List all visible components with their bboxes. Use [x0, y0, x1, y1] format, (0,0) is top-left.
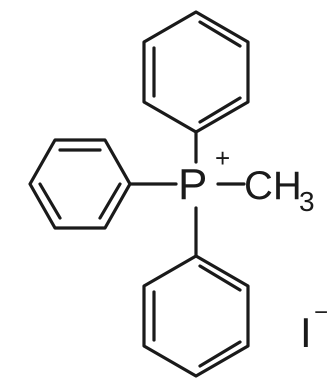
phosphorus-charge: + — [215, 143, 230, 173]
phenyl-ring-left — [28, 138, 132, 230]
phenyl-ring-top — [142, 10, 250, 134]
methyl-subscript: 3 — [299, 186, 315, 217]
iodide-label: I — [300, 309, 312, 356]
phosphorus-label: P — [178, 160, 207, 209]
iodide-charge: − — [314, 299, 328, 326]
methyl-label: CH — [244, 164, 302, 208]
phenyl-ring-bottom — [142, 254, 250, 378]
